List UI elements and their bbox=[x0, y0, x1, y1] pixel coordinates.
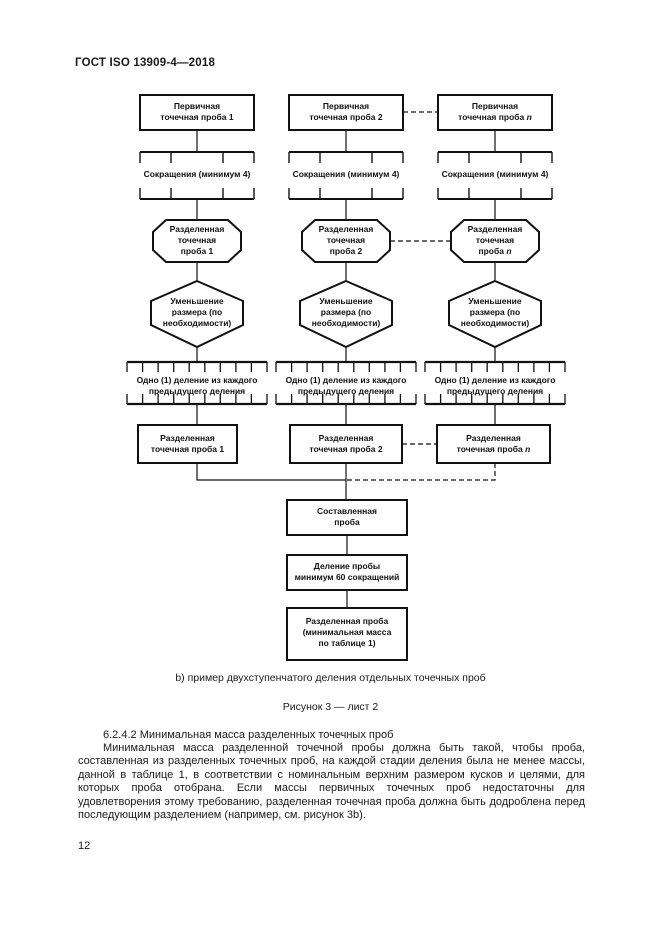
document-header: ГОСТ ISO 13909-4—2018 bbox=[75, 57, 216, 69]
size-reduction-label-2: Уменьшение размера (по необходимости) bbox=[311, 296, 381, 328]
division-comb-tines bbox=[276, 362, 416, 404]
divided-increment-label-n-text: Разделенная точечная проба bbox=[456, 433, 523, 454]
primary-sample-label-2: Первичная точечная проба 2 bbox=[309, 101, 383, 122]
size-reduction-label-1: Уменьшение размера (по необходимости) bbox=[162, 296, 232, 328]
one-division-label-2: Одно (1) деление из каждого предыдущего … bbox=[285, 375, 407, 396]
merge-connector bbox=[197, 463, 346, 480]
divided-increment-label-n: Разделенная точечная проба n bbox=[437, 433, 550, 455]
division-comb-tines bbox=[127, 362, 267, 404]
primary-sample-label-n-text: Первичная точечная проба bbox=[458, 101, 525, 122]
flowchart-bottom-chain bbox=[287, 500, 407, 660]
section-body-paragraph: Минимальная масса разделенной точечной п… bbox=[78, 742, 585, 822]
divided-sample-octagon bbox=[451, 220, 539, 262]
divided-sample-label-1: Разделенная точечная проба 1 bbox=[169, 224, 225, 256]
reduction-comb-tines bbox=[438, 152, 552, 199]
reduction-label-n: Сокращения (минимум 4) bbox=[441, 169, 549, 179]
divided-sample-label-2: Разделенная точечная проба 2 bbox=[318, 224, 374, 256]
divided-increment-label-2: Разделенная точечная проба 2 bbox=[309, 433, 383, 454]
divided-sample-label-n: Разделенная точечная проба n bbox=[451, 224, 539, 257]
one-division-label-n: Одно (1) деление из каждого предыдущего … bbox=[434, 375, 556, 396]
reduction-comb-tines bbox=[289, 152, 403, 199]
flowchart-column-2 bbox=[276, 95, 416, 500]
n-symbol: n bbox=[525, 444, 531, 454]
reduction-label-1: Сокращения (минимум 4) bbox=[143, 169, 251, 179]
division-comb-tines bbox=[425, 362, 565, 404]
reduction-comb-tines bbox=[140, 152, 254, 199]
divided-sample-octagon bbox=[153, 220, 241, 262]
section-heading: 6.2.4.2 Минимальная масса разделенных то… bbox=[103, 729, 394, 741]
divided-increment-box bbox=[138, 425, 237, 463]
divided-sample-label-n-text: Разделенная точечная проба bbox=[467, 224, 523, 256]
page-number: 12 bbox=[78, 840, 91, 852]
sample-division-label: Деление пробы минимум 60 сокращений bbox=[294, 561, 400, 582]
final-divided-sample-label: Разделенная проба (минимальная масса по … bbox=[302, 616, 392, 648]
figure-number: Рисунок 3 — лист 2 bbox=[282, 701, 379, 713]
final-divided-sample-box bbox=[287, 608, 407, 660]
n-symbol: n bbox=[506, 246, 512, 256]
primary-sample-label-1: Первичная точечная проба 1 bbox=[160, 101, 234, 122]
reduction-label-2: Сокращения (минимум 4) bbox=[292, 169, 400, 179]
merge-connector-dashed bbox=[346, 463, 495, 480]
one-division-label-1: Одно (1) деление из каждого предыдущего … bbox=[136, 375, 258, 396]
flowchart-column-1 bbox=[127, 95, 346, 480]
divided-sample-octagon bbox=[302, 220, 390, 262]
primary-sample-label-n: Первичная точечная проба n bbox=[438, 101, 552, 123]
figure-caption: b) пример двухступенчатого деления отдел… bbox=[175, 672, 486, 684]
divided-increment-label-1: Разделенная точечная проба 1 bbox=[150, 433, 225, 454]
composite-sample-label: Составленная проба bbox=[317, 506, 377, 527]
n-symbol: n bbox=[526, 112, 532, 122]
size-reduction-label-n: Уменьшение размера (по необходимости) bbox=[460, 296, 530, 328]
